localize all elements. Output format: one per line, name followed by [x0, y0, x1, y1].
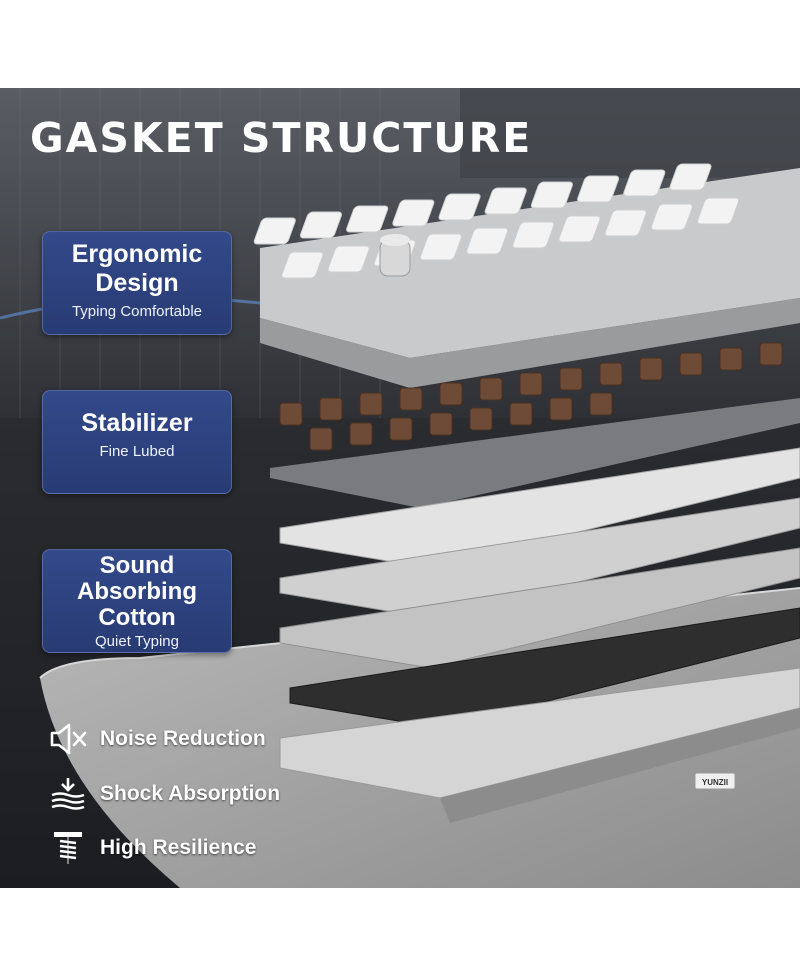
feature-stabilizer: Stabilizer Fine Lubed [42, 390, 232, 494]
benefit-shock-absorption: Shock Absorption [48, 776, 280, 812]
keycap-layer [253, 163, 800, 388]
shock-absorb-icon [51, 778, 85, 810]
exploded-keyboard-layers: YUNZII [253, 163, 800, 823]
feature-title: Stabilizer [81, 409, 193, 437]
brand-tag [694, 772, 736, 790]
benefit-label: Shock Absorption [100, 782, 281, 805]
brand-tag-text: YUNZII [702, 778, 728, 787]
feature-title: Ergonomic Design [71, 240, 203, 297]
product-poster: YUNZII GASKET STRUCTURE Ergonomic Design… [0, 88, 800, 888]
feature-subtitle: Quiet Typing [95, 633, 179, 650]
feature-title: Sound Absorbing Cotton [77, 552, 197, 631]
feature-sound-absorbing-cotton: Sound Absorbing Cotton Quiet Typing [42, 549, 232, 653]
speaker-mute-icon [50, 723, 87, 755]
benefit-high-resilience: High Resilience [48, 830, 256, 866]
headline: GASKET STRUCTURE [30, 114, 533, 162]
feature-subtitle: Typing Comfortable [71, 303, 203, 320]
plate-layers [270, 398, 800, 823]
benefit-noise-reduction: Noise Reduction [48, 721, 266, 757]
feature-ergonomic-design: Ergonomic Design Typing Comfortable [42, 231, 232, 335]
benefit-label: High Resilience [100, 836, 257, 859]
spring-icon [54, 832, 82, 864]
benefit-label: Noise Reduction [100, 727, 266, 750]
switch-layer [279, 342, 783, 451]
feature-subtitle: Fine Lubed [99, 443, 175, 460]
